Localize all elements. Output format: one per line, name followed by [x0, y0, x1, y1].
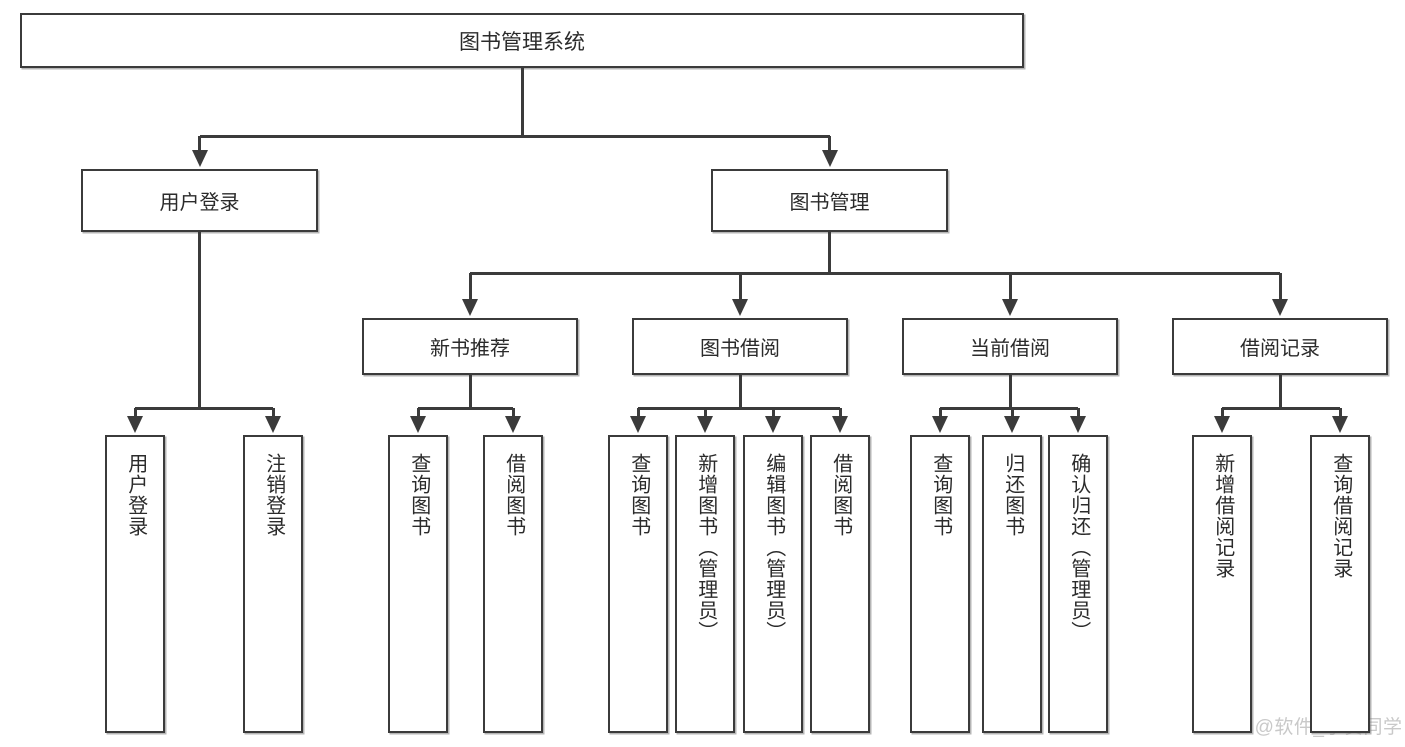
node-label: 借阅图书	[829, 453, 852, 537]
node-label: 图书借阅	[700, 338, 780, 360]
connector-arrowhead	[505, 416, 521, 433]
level2-node-0[interactable]: 用户登录	[81, 169, 318, 232]
connector-arrowhead	[1214, 416, 1230, 433]
connector-horizontal	[199, 134, 830, 138]
connector-vertical	[198, 232, 201, 408]
connector-arrowhead	[265, 416, 281, 433]
node-label: 借阅图书	[502, 453, 525, 537]
node-label: 注销登录	[262, 453, 285, 537]
root-node-0[interactable]: 图书管理系统	[20, 13, 1024, 68]
node-label: 查询借阅记录	[1329, 453, 1352, 579]
leaf-node-11[interactable]: 新增借阅记录	[1192, 435, 1252, 733]
level2-node-1[interactable]: 图书管理	[711, 169, 948, 232]
connector-arrowhead	[932, 416, 948, 433]
leaf-node-6[interactable]: 编辑图书（管理员）	[743, 435, 803, 733]
leaf-node-0[interactable]: 用户登录	[105, 435, 165, 733]
connector-horizontal	[418, 406, 513, 410]
node-label: 新增图书（管理员）	[694, 453, 717, 642]
connector-vertical	[828, 136, 831, 163]
node-label: 当前借阅	[970, 338, 1050, 360]
leaf-node-8[interactable]: 查询图书	[910, 435, 970, 733]
leaf-node-5[interactable]: 新增图书（管理员）	[675, 435, 735, 733]
connector-arrowhead	[1002, 299, 1018, 316]
connector-vertical	[828, 232, 831, 273]
connector-arrowhead	[1004, 416, 1020, 433]
leaf-node-12[interactable]: 查询借阅记录	[1310, 435, 1370, 733]
connector-arrowhead	[630, 416, 646, 433]
node-label: 查询图书	[929, 453, 952, 537]
connector-arrowhead	[410, 416, 426, 433]
level3-node-3[interactable]: 借阅记录	[1172, 318, 1388, 375]
connector-vertical	[738, 273, 742, 312]
node-label: 确认归还（管理员）	[1067, 453, 1090, 642]
node-label: 新书推荐	[430, 338, 510, 360]
node-label: 用户登录	[124, 453, 147, 537]
connector-vertical	[468, 273, 472, 312]
connector-arrowhead	[127, 416, 143, 433]
connector-vertical	[1278, 375, 1282, 408]
connector-vertical	[1278, 273, 1282, 312]
connector-horizontal	[638, 406, 840, 410]
node-label: 查询图书	[627, 453, 650, 537]
connector-horizontal	[470, 271, 1280, 275]
connector-vertical	[198, 136, 201, 163]
leaf-node-3[interactable]: 借阅图书	[483, 435, 543, 733]
level3-node-1[interactable]: 图书借阅	[632, 318, 848, 375]
level3-node-0[interactable]: 新书推荐	[362, 318, 578, 375]
connector-arrowhead	[1272, 299, 1288, 316]
connector-vertical	[1008, 375, 1012, 408]
connector-horizontal	[1222, 406, 1340, 410]
node-label: 借阅记录	[1240, 338, 1320, 360]
node-label: 归还图书	[1001, 453, 1024, 537]
node-label: 编辑图书（管理员）	[762, 453, 785, 642]
connector-arrowhead	[821, 150, 838, 167]
connector-arrowhead	[191, 150, 208, 167]
connector-arrowhead	[1070, 416, 1086, 433]
connector-arrowhead	[832, 416, 848, 433]
level3-node-2[interactable]: 当前借阅	[902, 318, 1118, 375]
leaf-node-4[interactable]: 查询图书	[608, 435, 668, 733]
connector-arrowhead	[697, 416, 713, 433]
node-label: 用户登录	[159, 192, 240, 214]
leaf-node-1[interactable]: 注销登录	[243, 435, 303, 733]
node-label: 新增借阅记录	[1211, 453, 1234, 579]
connector-arrowhead	[732, 299, 748, 316]
connector-arrowhead	[462, 299, 478, 316]
connector-vertical	[468, 375, 472, 408]
connector-vertical	[520, 68, 524, 136]
connector-horizontal	[940, 406, 1078, 410]
connector-arrowhead	[1332, 416, 1348, 433]
connector-vertical	[738, 375, 742, 408]
leaf-node-9[interactable]: 归还图书	[982, 435, 1042, 733]
connector-horizontal	[135, 406, 273, 410]
node-label: 图书管理	[789, 192, 870, 214]
connector-arrowhead	[765, 416, 781, 433]
node-label: 图书管理系统	[459, 30, 585, 54]
leaf-node-2[interactable]: 查询图书	[388, 435, 448, 733]
connector-vertical	[1008, 273, 1012, 312]
leaf-node-10[interactable]: 确认归还（管理员）	[1048, 435, 1108, 733]
node-label: 查询图书	[407, 453, 430, 537]
leaf-node-7[interactable]: 借阅图书	[810, 435, 870, 733]
